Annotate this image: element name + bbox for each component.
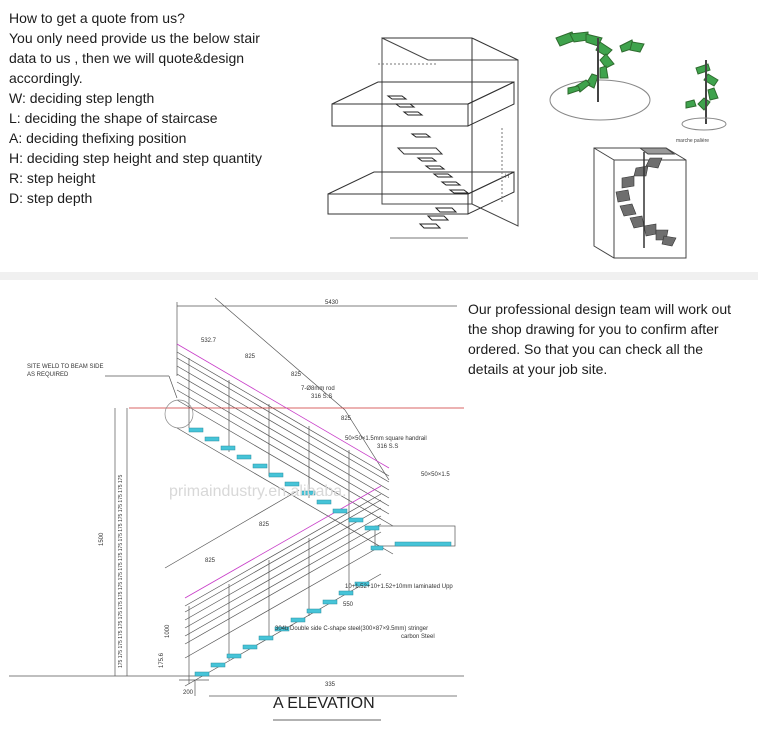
dim-label: 175.6 [159, 652, 165, 668]
intro-text: How to get a quote from us? You only need… [9, 8, 309, 208]
design-note: Our professional design team will work o… [468, 299, 753, 379]
height-dims: 175 175 175 175 175 175 175 175 175 175 … [118, 475, 124, 668]
intro-line: A: deciding thefixing position [9, 130, 187, 146]
marche-label: marche palière [676, 138, 709, 144]
dim-label: 825 [245, 354, 256, 360]
dim-label: 825 [205, 558, 216, 564]
weld-label: SITE WELD TO BEAM SIDE [27, 364, 103, 370]
intro-line: You only need provide us the below stair [9, 30, 260, 46]
dim-label: 825 [259, 522, 270, 528]
dim-label: 550 [343, 602, 354, 608]
design-note-line: ordered. So that you can check all the [468, 341, 704, 357]
handrail-label: 50×50×1.5mm square handrail [345, 436, 427, 442]
elevation-title: A ELEVATION [273, 695, 375, 712]
intro-line: R: step height [9, 170, 96, 186]
dim-label: 5430 [325, 300, 339, 306]
dim-label: 1500 [99, 532, 105, 546]
dim-label: 825 [341, 416, 352, 422]
dim-label: 335 [325, 682, 336, 688]
intro-line: accordingly. [9, 70, 83, 86]
weld-label: AS REQUIRED [27, 372, 69, 378]
intro-line: D: step depth [9, 190, 93, 206]
rod-label: 316 S.S [311, 394, 332, 400]
dim-label: 532.7 [201, 338, 217, 344]
design-note-line: the shop drawing for you to confirm afte… [468, 321, 719, 337]
handrail-label: 316 S.S [377, 444, 398, 450]
intro-line: data to us , then we will quote&design [9, 50, 245, 66]
dim-label: 1000 [165, 624, 171, 638]
svg-text:H: H [505, 174, 509, 180]
dim-label: 825 [291, 372, 302, 378]
design-note-line: Our professional design team will work o… [468, 301, 732, 317]
section-divider [0, 272, 758, 280]
stringer-label: 304b Double side C-shape steel(300×87×9.… [275, 626, 428, 632]
glass-label: 10+1.52+10+1.52+10mm laminated Upp [345, 584, 453, 590]
dim-label: 200 [183, 690, 194, 696]
design-note-line: details at your job site. [468, 361, 608, 377]
intro-line: How to get a quote from us? [9, 10, 185, 26]
rod-label: 7-Ø8mm rod [301, 386, 335, 392]
watermark: primaindustry.en.alibaba. [169, 483, 347, 500]
stair-shaft-drawing: H [318, 8, 528, 270]
intro-line: H: deciding step height and step quantit… [9, 150, 262, 166]
intro-line: L: deciding the shape of staircase [9, 110, 218, 126]
elevation-drawing: SITE WELD TO BEAM SIDE AS REQUIRED 5430 … [9, 280, 464, 735]
intro-line: W: deciding step length [9, 90, 155, 106]
stringer-label: carbon Steel [401, 634, 435, 640]
spiral-stair-drawing: marche palière [536, 8, 758, 270]
dim-label: 50×50×1.5 [421, 472, 450, 478]
